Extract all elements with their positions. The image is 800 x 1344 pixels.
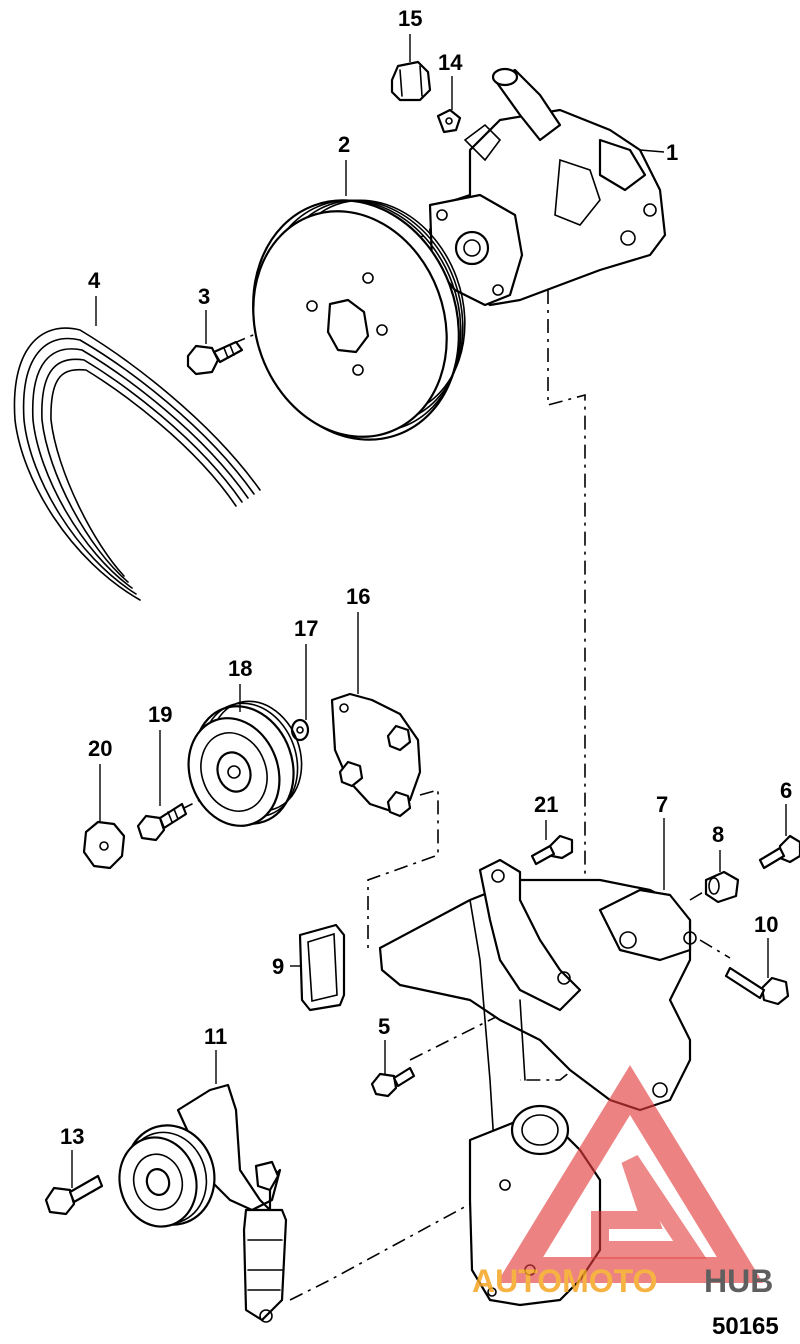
callout-6: 6 [780,778,792,803]
watermark-triangle-inner [591,1155,707,1259]
callout-16: 16 [346,584,370,609]
mounting-bracket [378,858,697,1161]
callout-19: 19 [148,702,172,727]
tensioner-bolt [44,1174,104,1216]
callout-13: 13 [60,1124,84,1149]
gasket [298,923,346,1012]
idler-washer [290,718,310,742]
callout-18: 18 [228,656,252,681]
bracket-bolt-21 [530,834,574,866]
callout-14: 14 [438,50,463,75]
assembly-line-pump-bracket [520,290,586,1081]
assembly-line-tensioner [289,1184,506,1301]
watermark-text-hub: HUB [704,1263,773,1299]
assembly-line-plate-bracket [367,788,439,950]
callout-21: 21 [534,792,558,817]
fitting-washer [436,108,462,134]
idler-pulley [187,700,303,827]
drive-belt [13,327,261,601]
callout-17: 17 [294,616,318,641]
callout-7: 7 [656,792,668,817]
dust-cap [82,820,126,870]
assembly-line-bolt-10 [699,939,731,959]
watermark-text-automoto: AUTOMOTO [472,1263,657,1299]
callout-9: 9 [272,954,284,979]
spacer [704,870,740,904]
pump-pulley [252,199,466,441]
callout-4: 4 [88,268,101,293]
callout-10: 10 [754,912,778,937]
bracket-bolt-10 [724,966,790,1006]
callout-20: 20 [88,736,112,761]
callout-2: 2 [338,132,350,157]
callout-3: 3 [198,284,210,309]
reservoir-cap [390,60,432,102]
belt-tensioner [118,1083,288,1323]
bracket-bolt-5 [370,1066,416,1098]
watermark-triangle-outer [496,1065,764,1283]
leader-1 [639,149,665,153]
idler-bolt [136,802,188,842]
callout-1: 1 [666,140,678,165]
callout-8: 8 [712,822,724,847]
mounting-plate [330,692,422,818]
pulley-bolt [186,340,244,376]
assembly-line-bolt-5 [409,1014,501,1061]
callout-15: 15 [398,6,422,31]
figure-number: 50165 [712,1313,779,1340]
bracket-bolt-6 [758,834,800,870]
watermark-logo: AUTOMOTO HUB [472,1065,773,1299]
callout-11: 11 [204,1024,227,1049]
callout-5: 5 [378,1014,390,1039]
power-steering-pump [428,67,667,307]
